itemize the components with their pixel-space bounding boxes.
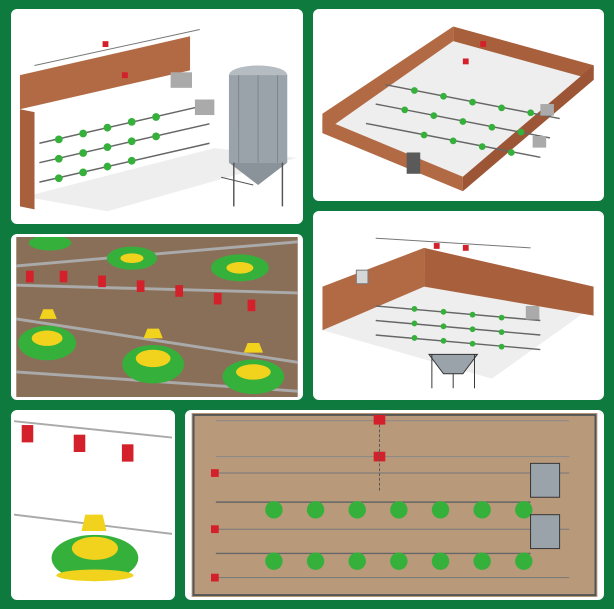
closed-house-illustration	[317, 12, 600, 198]
brick-wall-icon	[322, 247, 425, 331]
silo-icon	[221, 65, 288, 207]
feeder-line-icon	[215, 501, 531, 555]
door-icon	[406, 152, 421, 174]
panel-closeup-feeders	[11, 234, 303, 400]
panel-closed-house	[313, 9, 604, 201]
brick-wall-icon	[19, 36, 191, 110]
panel-house-with-silo	[11, 9, 303, 224]
panel-house-with-hopper	[313, 211, 604, 400]
house-with-silo-illustration	[15, 12, 299, 221]
feeder-line-icon	[375, 305, 541, 351]
feeder-line-icon	[365, 41, 560, 159]
hopper-icon	[530, 462, 561, 550]
pan-feeder-icon	[18, 237, 285, 395]
panel-top-view-plan	[185, 410, 604, 600]
brick-wall-icon	[322, 26, 454, 134]
panel-single-feeder	[11, 410, 175, 600]
house-with-hopper-illustration	[317, 214, 600, 397]
nipple-drinker-icon	[25, 270, 256, 312]
feeder-line-icon	[39, 72, 215, 183]
closeup-feeders-illustration	[16, 237, 298, 397]
nipple-drinker-icon	[21, 425, 134, 462]
hopper-icon	[428, 353, 479, 389]
pan-feeder-icon	[51, 514, 139, 582]
single-feeder-illustration	[14, 413, 172, 597]
window-icon	[355, 269, 369, 285]
drinker-line-icon	[215, 472, 570, 579]
top-view-plan-illustration	[191, 413, 598, 597]
